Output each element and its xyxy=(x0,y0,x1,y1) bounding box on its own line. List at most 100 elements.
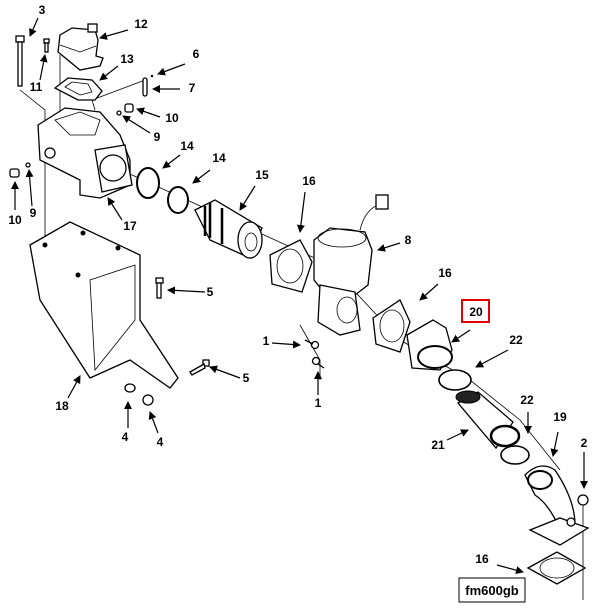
callout-9: 9 xyxy=(25,169,37,220)
part-14-o-rings xyxy=(136,167,189,214)
callout-5: 5 xyxy=(209,365,250,385)
callout-arrow xyxy=(148,411,159,434)
callout-arrow xyxy=(296,191,306,233)
callout-arrow xyxy=(67,375,81,399)
callout-label: 13 xyxy=(120,52,134,66)
callout-label: 16 xyxy=(438,266,452,280)
callout-16: 16 xyxy=(475,552,524,575)
part-2-nut xyxy=(577,494,589,506)
callout-arrow xyxy=(377,242,401,252)
callout-arrow xyxy=(157,63,186,76)
callout-arrow xyxy=(451,329,471,343)
callout-20-highlight-box xyxy=(461,299,490,323)
callout-label: 21 xyxy=(431,438,445,452)
callout-label: 16 xyxy=(302,174,316,188)
callout-6: 6 xyxy=(157,47,200,76)
callout-label: 22 xyxy=(509,333,523,347)
callout-10: 10 xyxy=(136,107,179,125)
callout-label: 4 xyxy=(122,430,129,444)
part-11-screw xyxy=(43,38,50,53)
figure-code-box: fm600gb xyxy=(458,577,526,603)
callout-label: 8 xyxy=(405,233,412,247)
callout-label: 6 xyxy=(193,47,200,61)
callout-1: 1 xyxy=(314,371,322,410)
part-8-valve xyxy=(313,194,389,336)
callout-7: 7 xyxy=(152,81,196,95)
callout-8: 8 xyxy=(377,233,412,252)
callout-arrow xyxy=(475,349,509,368)
callout-3: 3 xyxy=(29,3,46,37)
callout-4: 4 xyxy=(148,411,164,449)
callout-arrow xyxy=(107,197,123,221)
callout-label: 10 xyxy=(165,111,179,125)
callout-label: 11 xyxy=(30,80,43,94)
callout-label: 7 xyxy=(189,81,196,95)
part-3-long-bolt xyxy=(15,35,25,87)
callout-label: 20 xyxy=(469,305,483,319)
callout-label: 9 xyxy=(30,206,37,220)
callout-arrow xyxy=(99,29,129,40)
callout-9: 9 xyxy=(122,115,161,144)
callout-label: 4 xyxy=(157,435,164,449)
callout-arrow xyxy=(122,115,151,134)
callout-11: 11 xyxy=(30,54,48,94)
callout-label: 18 xyxy=(55,399,69,413)
callout-2: 2 xyxy=(580,436,588,489)
part-16-gasket xyxy=(269,239,313,293)
callout-10: 10 xyxy=(8,181,22,227)
part-22-o-ring xyxy=(438,369,530,465)
part-6-7-pin xyxy=(142,74,154,97)
callout-14: 14 xyxy=(192,151,226,184)
callout-12: 12 xyxy=(99,17,148,40)
callout-arrow xyxy=(209,365,241,379)
callout-label: 1 xyxy=(263,334,270,348)
callout-14: 14 xyxy=(162,139,194,169)
callout-arrow xyxy=(239,185,256,211)
part-13-gasket xyxy=(53,77,103,101)
callout-arrow xyxy=(167,286,206,295)
part-17-housing xyxy=(37,107,133,199)
callout-19: 19 xyxy=(550,410,567,457)
callout-arrow xyxy=(136,107,161,118)
part-16-gasket-bottom xyxy=(526,551,587,585)
callout-arrow xyxy=(25,169,34,207)
callout-16: 16 xyxy=(296,174,316,233)
callout-label: 9 xyxy=(154,130,161,144)
callout-label: 12 xyxy=(134,17,148,31)
callout-label: 5 xyxy=(207,285,214,299)
callout-arrow xyxy=(446,429,469,441)
callout-13: 13 xyxy=(99,52,134,81)
part-18-bracket xyxy=(29,221,179,389)
callout-16: 16 xyxy=(419,266,452,301)
part-21-tube xyxy=(455,390,521,450)
callout-label: 5 xyxy=(243,371,250,385)
part-16-gasket-mid xyxy=(372,299,411,353)
callout-label: 16 xyxy=(475,552,489,566)
callout-arrow xyxy=(39,54,48,81)
callout-22: 22 xyxy=(475,333,523,368)
callout-label: 14 xyxy=(212,151,226,165)
callout-arrow xyxy=(419,283,439,301)
callout-label: 1 xyxy=(315,396,322,410)
part-15-sleeve xyxy=(194,199,263,259)
callout-label: 3 xyxy=(39,3,46,17)
callout-17: 17 xyxy=(107,197,137,233)
callout-arrow xyxy=(271,340,301,349)
callout-20: 20 xyxy=(451,305,483,343)
callout-label: 22 xyxy=(520,393,534,407)
callout-arrow xyxy=(550,431,559,457)
callout-arrow xyxy=(162,154,181,169)
callout-arrow xyxy=(29,17,39,37)
callout-15: 15 xyxy=(239,168,269,211)
callout-4: 4 xyxy=(122,401,132,444)
part-20-adapter xyxy=(406,319,453,371)
callout-1: 1 xyxy=(263,334,301,349)
callout-21: 21 xyxy=(431,429,469,452)
callout-label: 15 xyxy=(255,168,269,182)
figure-code: fm600gb xyxy=(465,583,519,598)
callout-5: 5 xyxy=(167,285,214,299)
callout-arrow xyxy=(496,564,524,575)
callout-label: 10 xyxy=(8,213,22,227)
callout-label: 19 xyxy=(553,410,567,424)
